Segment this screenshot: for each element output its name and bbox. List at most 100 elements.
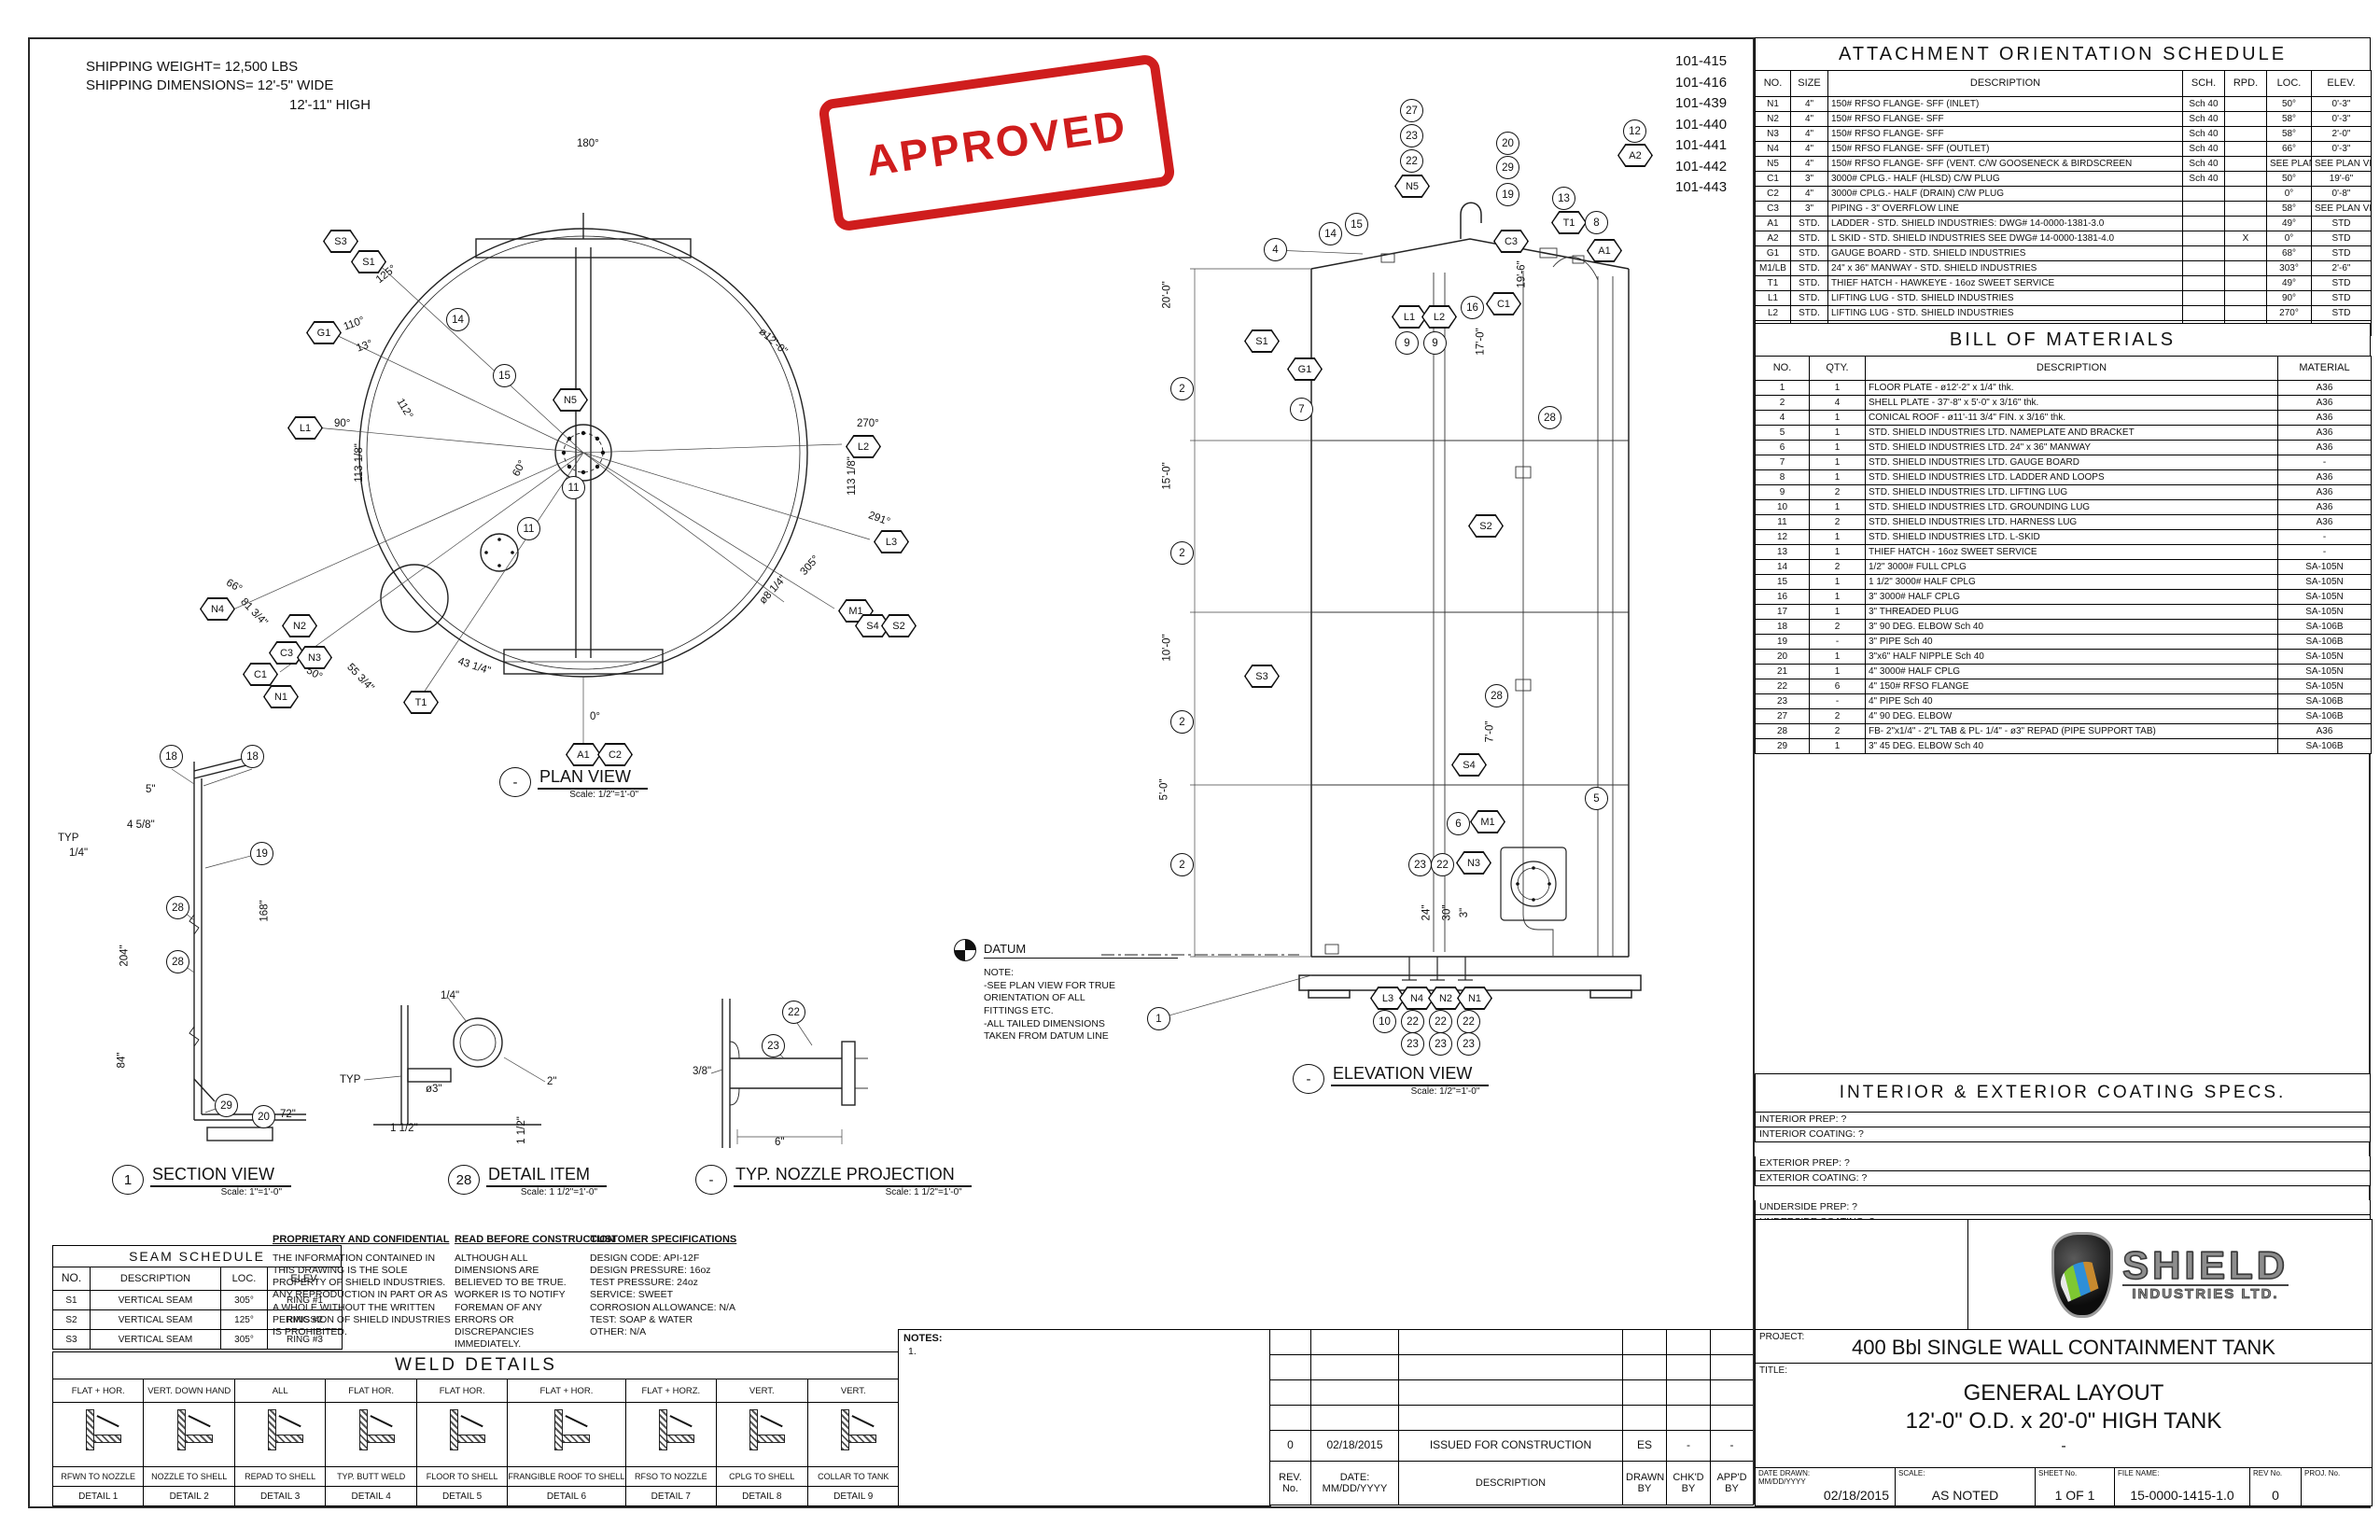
weld-position: FLAT HOR. xyxy=(326,1379,416,1403)
table-cell: M1/LB xyxy=(1755,260,1791,276)
dimension-label: 3/8" xyxy=(693,1066,712,1077)
drawing-title-line3: - xyxy=(2061,1438,2066,1454)
table-cell: SEE PLAN VIEW xyxy=(2311,201,2372,217)
item-balloon: 19 xyxy=(1496,183,1519,206)
table-cell: A2 xyxy=(1755,231,1791,246)
weld-detail-number: DETAIL 4 xyxy=(326,1486,416,1505)
item-balloon: 14 xyxy=(446,308,469,331)
logo-name: SHIELD xyxy=(2121,1242,2289,1287)
customer-specs-title: CUSTOMER SPECIFICATIONS xyxy=(590,1234,737,1245)
item-balloon: 23 xyxy=(1401,1032,1424,1056)
read-before-body: ALTHOUGH ALL DIMENSIONS ARE BELIEVED TO … xyxy=(455,1253,567,1350)
table-cell xyxy=(2224,260,2267,276)
table-cell: STD. SHIELD INDUSTRIES LTD. NAMEPLATE AN… xyxy=(1865,425,2278,441)
table-cell: 68° xyxy=(2266,245,2312,261)
dimension-label: 168" xyxy=(259,900,271,922)
shipping-weight: SHIPPING WEIGHT= 12,500 LBS xyxy=(86,59,299,75)
dimension-label: 180° xyxy=(577,138,599,149)
coating-spec-row xyxy=(1755,1186,2371,1200)
datum-block: DATUM NOTE: -SEE PLAN VIEW FOR TRUE ORIE… xyxy=(954,939,1178,1043)
table-cell: 305° xyxy=(220,1290,268,1310)
table-cell: 1 xyxy=(1809,410,1866,426)
table-cell: N4 xyxy=(1755,141,1791,157)
table-cell: S3 xyxy=(52,1329,91,1350)
dimension-label: 30" xyxy=(1441,904,1453,921)
table-cell: A36 xyxy=(2277,469,2372,485)
table-cell xyxy=(2224,186,2267,202)
table-cell: SEE PLAN VIEW xyxy=(2266,156,2312,172)
table-cell: 1 1/2" 3000# HALF CPLG xyxy=(1865,574,2278,590)
elevation-view-drawing xyxy=(1101,202,1642,1019)
nozzle-projection-caption: - TYP. NOZZLE PROJECTION Scale: 1 1/2"=1… xyxy=(695,1165,972,1197)
table-cell: 0'-8" xyxy=(2311,186,2372,202)
column-header: LOC. xyxy=(220,1267,268,1291)
rev-description: ISSUED FOR CONSTRUCTION xyxy=(1398,1430,1623,1462)
proj-no-cell: PROJ. No. xyxy=(2302,1468,2372,1505)
item-balloon: 2 xyxy=(1170,377,1194,400)
attachment-tag: N5 xyxy=(553,388,588,412)
weld-sketch xyxy=(508,1403,624,1466)
weld-detail-cell: FLAT HOR. TYP. BUTT WELD DETAIL 4 xyxy=(326,1379,417,1505)
dimension-label: TYP xyxy=(58,833,79,844)
attachment-tag: C2 xyxy=(597,743,633,766)
notes-item: 1. xyxy=(908,1346,917,1357)
column-header: DESCRIPTION xyxy=(1398,1461,1623,1505)
table-cell: CONICAL ROOF - ø11'-11 3/4" FIN. x 3/16"… xyxy=(1865,410,2278,426)
attachment-schedule: ATTACHMENT ORIENTATION SCHEDULE NO. SIZE… xyxy=(1755,37,2372,336)
table-cell: A36 xyxy=(2277,410,2372,426)
attachment-tag: T1 xyxy=(403,691,439,714)
table-cell: STD. xyxy=(1790,231,1828,246)
weld-detail-cell: VERT. DOWN HAND NOZZLE TO SHELL DETAIL 2 xyxy=(144,1379,235,1505)
table-cell xyxy=(2224,156,2267,172)
table-cell: L2 xyxy=(1755,305,1791,321)
attachment-tag: S2 xyxy=(1468,514,1504,538)
table-cell: FLOOR PLATE - ø12'-2" x 1/4" thk. xyxy=(1865,380,2278,396)
weld-caption: RFSO TO NOZZLE xyxy=(625,1466,717,1486)
table-cell: STD. xyxy=(1790,275,1828,291)
weld-detail-number: DETAIL 1 xyxy=(53,1486,144,1505)
table-cell: 50° xyxy=(2266,171,2312,187)
project-label: PROJECT: xyxy=(1759,1332,1805,1342)
table-cell: 50° xyxy=(2266,96,2312,112)
scale-cell: SCALE: AS NOTED xyxy=(1896,1468,2036,1505)
column-header: REV. No. xyxy=(1269,1461,1311,1505)
rev-chkd-by: - xyxy=(1666,1430,1711,1462)
table-cell: 15 xyxy=(1755,574,1810,590)
table-cell: 1 xyxy=(1809,738,1866,754)
plan-view-drawing xyxy=(234,213,871,743)
nozzle-projection-drawing xyxy=(710,999,868,1148)
file-name-label: FILE NAME: xyxy=(2118,1469,2160,1477)
seam-schedule-title: SEAM SCHEDULE xyxy=(52,1245,342,1267)
item-balloon: 28 xyxy=(1485,684,1508,707)
sheet-no-value: 1 OF 1 xyxy=(2054,1488,2095,1503)
table-cell: 18 xyxy=(1755,619,1810,635)
item-balloon: 28 xyxy=(1538,406,1561,429)
weld-detail-cell: ALL REPAD TO SHELL DETAIL 3 xyxy=(234,1379,327,1505)
dimension-label: 4 5/8" xyxy=(127,819,155,831)
weld-caption: COLLAR TO TANK xyxy=(807,1466,899,1486)
table-cell xyxy=(2182,290,2225,306)
weld-sketch xyxy=(144,1403,233,1466)
table-cell: 3000# CPLG.- HALF (HLSD) C/W PLUG xyxy=(1827,171,2183,187)
table-cell: 17 xyxy=(1755,604,1810,620)
table-cell: 19'-6" xyxy=(2311,171,2372,187)
table-cell: SA-105N xyxy=(2277,589,2372,605)
table-cell: 150# RFSO FLANGE- SFF xyxy=(1827,111,2183,127)
table-cell xyxy=(2182,245,2225,261)
dimension-label: 113 1/8" xyxy=(353,443,365,483)
table-cell: S2 xyxy=(52,1309,91,1330)
attachment-tag: S4 xyxy=(1451,753,1487,777)
item-balloon: 11 xyxy=(562,476,585,499)
weld-sketch xyxy=(808,1403,899,1466)
table-cell: - xyxy=(1809,634,1866,650)
column-header: DESCRIPTION xyxy=(1865,356,2278,381)
table-cell: A36 xyxy=(2277,723,2372,739)
shipping-dimensions: SHIPPING DIMENSIONS= 12'-5" WIDE xyxy=(86,77,334,94)
dimension-label: 2" xyxy=(547,1076,557,1087)
item-balloon: 22 xyxy=(782,1001,805,1024)
